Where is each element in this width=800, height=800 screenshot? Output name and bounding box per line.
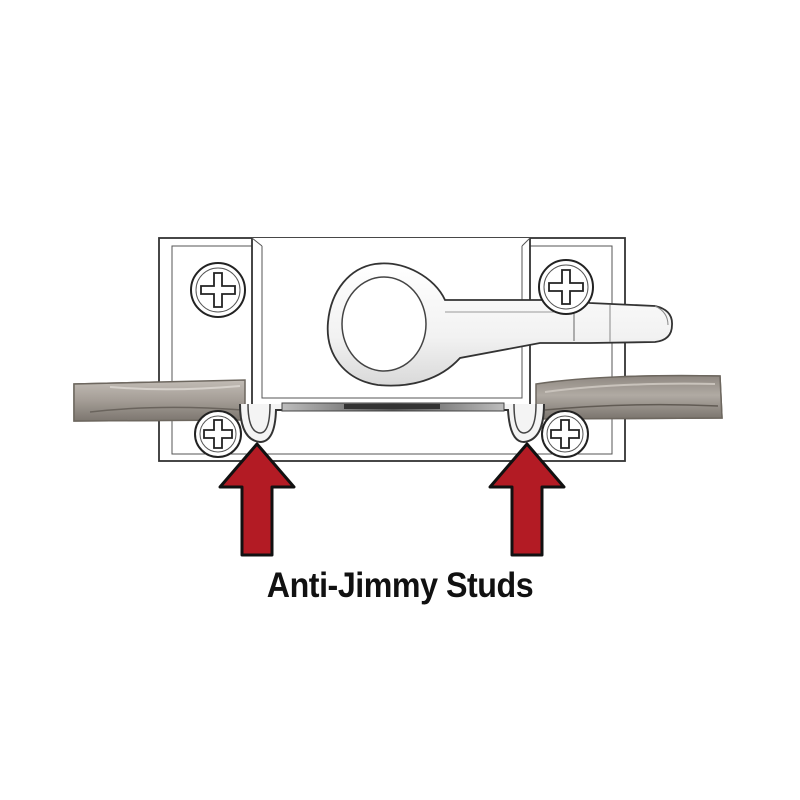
phillips-screw-icon: [541, 410, 589, 458]
up-arrow-icon: [218, 442, 296, 557]
up-arrow-icon: [488, 442, 566, 557]
stud-channel: [239, 402, 545, 444]
phillips-screw-icon: [190, 262, 246, 318]
latch-handle: [326, 262, 673, 387]
caption-label: Anti-Jimmy Studs: [266, 566, 534, 605]
phillips-screw-icon: [538, 259, 594, 315]
phillips-screw-icon: [194, 410, 242, 458]
